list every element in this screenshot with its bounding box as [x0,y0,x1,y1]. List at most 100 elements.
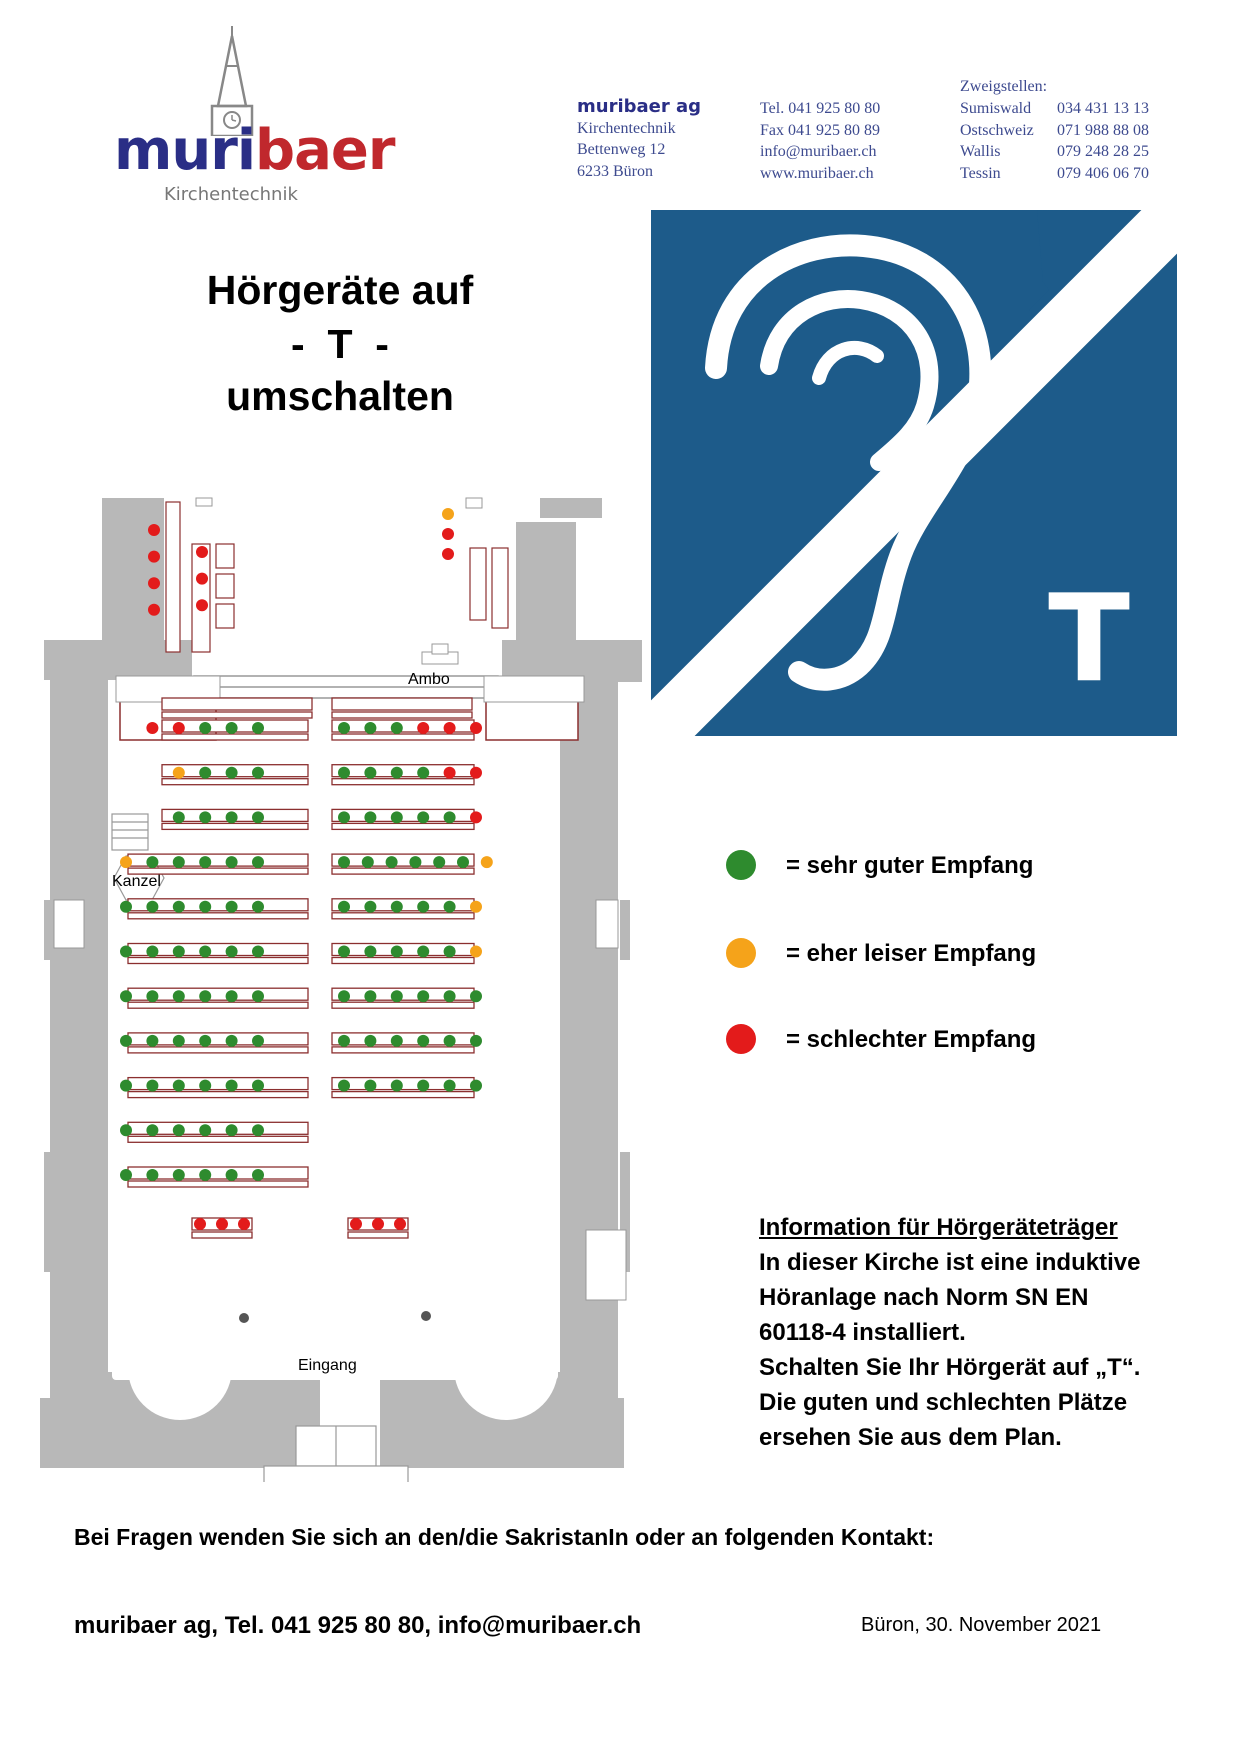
ear-icon [705,234,992,691]
seat-good [120,1124,132,1137]
seat-good [172,1169,185,1181]
legend-text-bad: = schlechter Empfang [786,1026,1037,1053]
contact-website[interactable]: www.muribaer.ch [760,164,874,182]
seat-bad [350,1218,362,1230]
seat-bad [470,766,482,779]
seat-good [417,811,430,824]
company-contact: Tel. 041 925 80 80 Fax 041 925 80 89 inf… [760,98,880,184]
title-line-1: Hörgeräte auf [206,267,474,313]
seat-bad [238,1218,250,1230]
info-line: Die guten und schlechten Plätze [759,1389,1128,1416]
seat-bad [442,548,454,560]
seat-good [199,1169,212,1181]
seat-good [225,856,238,869]
seat-good [252,1124,264,1137]
contact-fax: Fax 041 925 80 89 [760,121,880,139]
seat-good [390,1034,403,1047]
seat-good [225,722,238,734]
seat-good [120,1034,132,1047]
seat-good [120,990,132,1003]
logo-subtitle: Kirchentechnik [164,184,298,205]
seat-good [225,1079,238,1092]
seat-good [390,900,403,913]
t-letter: T [1048,570,1130,709]
seat-good [338,722,350,734]
seat-good [199,856,212,869]
seat-good [417,900,430,913]
plan-interior [112,690,558,1420]
seat-good [146,1124,159,1137]
seat-good [252,1034,264,1047]
branch-phone: 071 988 88 08 [1057,121,1149,139]
seat-good [225,1034,238,1047]
seat-good [470,990,482,1003]
info-line: Höranlage nach Norm SN EN [759,1284,1089,1311]
seat-good [390,722,403,734]
branch-phone: 034 431 13 13 [1057,100,1149,117]
seat-good [252,945,264,958]
seat-good [225,990,238,1003]
pulpit-label: Kanzel [112,873,161,890]
upper-right-stalls [469,547,509,629]
seat-good [146,856,159,869]
legend-dot-orange [726,938,756,968]
seat-bad [196,546,208,558]
seat-good [120,945,132,958]
company-name: muribaer ag [577,96,702,117]
seat-good [364,1079,377,1092]
seat-good [409,856,422,869]
seat-bad [148,550,160,563]
address-line: 6233 Büron [577,162,653,180]
legend-text-good: = sehr guter Empfang [786,852,1034,879]
seat-good [120,1079,132,1092]
seat-good [146,990,159,1003]
logo-word-primary: muri [114,118,256,183]
seat-good [443,1034,456,1047]
seat-good [252,1079,264,1092]
seat-good [252,990,264,1003]
seat-good [146,900,159,913]
seat-good [199,945,212,958]
branch-name: Tessin [960,164,1001,182]
branch-phone: 079 248 28 25 [1057,143,1149,160]
seat-good [172,900,185,913]
entrance-label: Eingang [298,1357,357,1374]
title-line-2: - T - [291,321,389,367]
seat-quiet [480,856,493,869]
front-pew-right [331,697,473,719]
seat-good [338,856,350,869]
seat-bad [146,722,159,734]
seat-quiet [470,945,482,958]
seat-good [390,1079,403,1092]
seat-good [457,856,469,869]
pew-right [331,853,475,875]
seat-good [172,811,185,824]
seat-good [433,856,446,869]
seat-bad [148,577,160,590]
seat-good [120,1169,132,1181]
seat-good [470,1034,482,1047]
seat-good [120,900,132,913]
ambo [421,643,459,665]
seat-good [443,945,456,958]
seat-good [199,1079,212,1092]
seat-bad [442,528,454,540]
branch-name: Sumiswald [960,100,1032,117]
seat-good [417,1034,430,1047]
seat-good [199,900,212,913]
contact-email[interactable]: info@muribaer.ch [760,143,877,160]
column [239,1313,249,1323]
seat-bad [470,722,482,734]
info-box: Information für Hörgeräteträger In diese… [759,1210,1199,1455]
seat-good [252,811,264,824]
seat-good [146,1169,159,1181]
seat-bad [196,572,208,585]
info-line: 60118-4 installiert. [759,1319,966,1346]
seat-good [364,1034,377,1047]
seat-good [385,856,398,869]
seat-bad [216,1218,228,1230]
branch-phones: 034 431 13 13 071 988 88 08 079 248 28 2… [1057,98,1149,184]
seat-good [364,811,377,824]
seat-good [252,766,264,779]
seat-good [338,1034,350,1047]
